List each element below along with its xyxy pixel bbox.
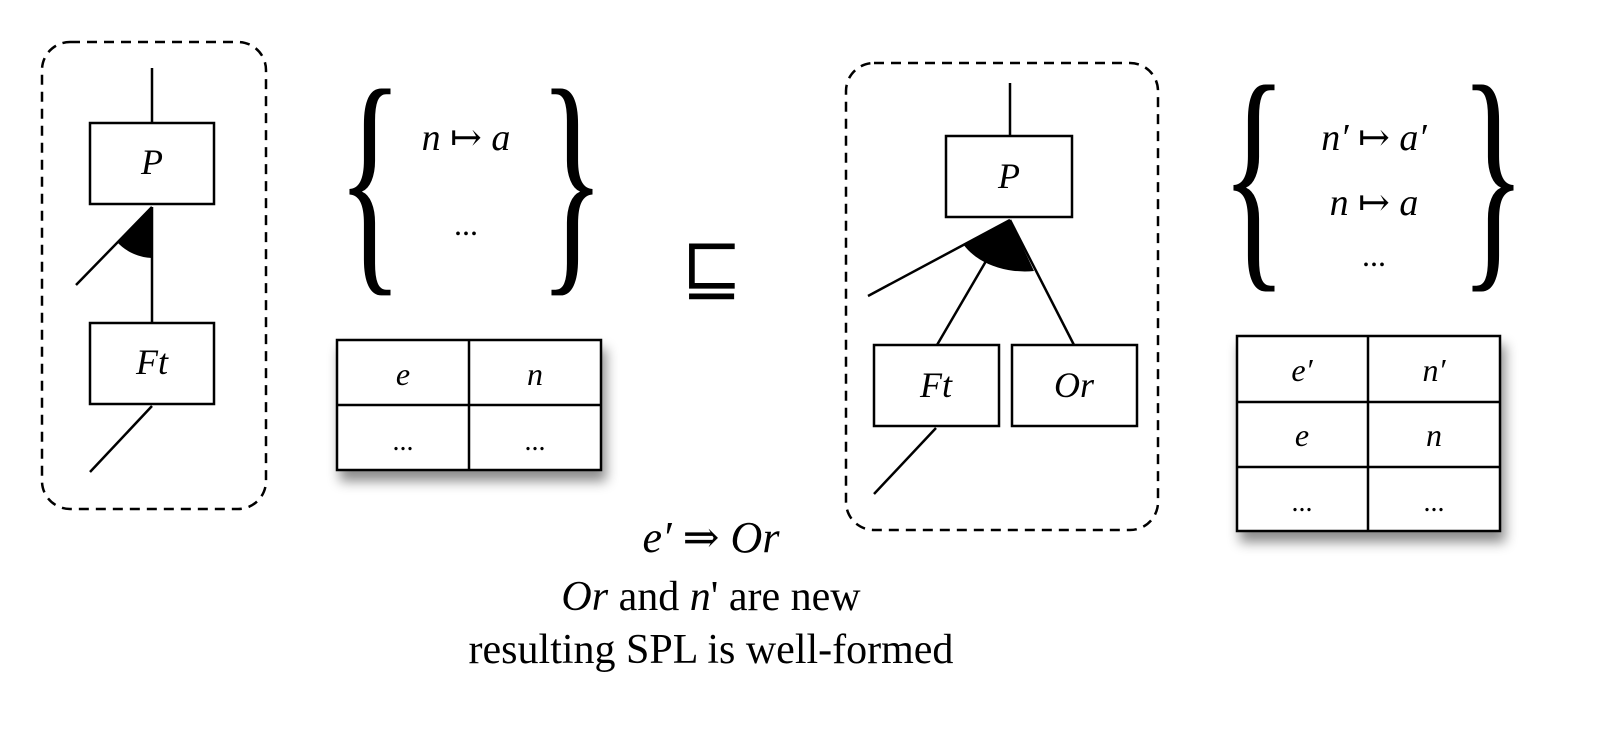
caption-n: n <box>690 574 711 620</box>
right-feature-ft-label: Ft <box>919 365 953 405</box>
caption-line-1: e′ ⇒ Or <box>643 513 781 562</box>
right-mapping-line-1: n′ ↦ a′ <box>1321 117 1427 159</box>
right-table-cell: e <box>1295 417 1309 453</box>
left-close-brace: } <box>539 39 605 317</box>
right-mapping-set: { } n′ ↦ a′ n ↦ a ... <box>1221 35 1526 313</box>
svg-text:⊑: ⊑ <box>682 230 743 310</box>
left-asset-table: e n ... ... <box>335 338 603 472</box>
right-table-cell: n′ <box>1423 352 1447 388</box>
refinement-symbol: ⊑ <box>682 230 743 310</box>
left-feature-p-label: P <box>140 142 163 182</box>
caption-are-new: ' are new <box>711 574 861 620</box>
left-dashed-frame <box>40 40 268 511</box>
right-table-cell: n <box>1426 417 1442 453</box>
left-table-cell: e <box>396 356 410 392</box>
right-table-cell: ... <box>1292 487 1313 518</box>
right-mapping-line-3: ... <box>1362 237 1386 273</box>
caption-or: Or <box>561 574 608 620</box>
right-group-arc <box>963 220 1034 272</box>
left-open-brace: { <box>337 39 403 317</box>
right-open-brace: { <box>1221 35 1287 313</box>
left-mapping-line-1: n ↦ a <box>422 117 511 159</box>
right-table-cell: e′ <box>1291 352 1313 388</box>
right-mapping-line-2: n ↦ a <box>1330 182 1419 224</box>
right-feature-or-label: Or <box>1054 365 1095 405</box>
left-feature-ft-label: Ft <box>135 342 169 382</box>
right-feature-ft-box <box>872 343 1001 428</box>
left-mapping-set: { } n ↦ a ... <box>337 39 605 317</box>
caption: e′ ⇒ Or Or and n' are new resulting SPL … <box>469 513 954 673</box>
caption-and: and <box>608 574 690 620</box>
right-feature-or-box <box>1010 343 1139 428</box>
caption-line-3: resulting SPL is well-formed <box>469 627 954 673</box>
right-asset-table: e′ n′ e n ... ... <box>1235 334 1502 533</box>
right-feature-p-label: P <box>997 156 1020 196</box>
left-table-cell: n <box>527 356 543 392</box>
left-table-cell: ... <box>525 426 546 457</box>
left-group-arc <box>117 207 152 258</box>
caption-line-2: Or and n' are new <box>561 574 861 620</box>
left-feature-model: P Ft <box>40 40 268 511</box>
left-table-cell: ... <box>393 426 414 457</box>
left-feature-ft-box <box>88 321 216 406</box>
right-table-cell: ... <box>1424 487 1445 518</box>
right-feature-p-box <box>944 134 1074 219</box>
right-close-brace: } <box>1460 35 1526 313</box>
left-mapping-line-2: ... <box>454 206 478 242</box>
right-dashed-frame <box>844 61 1160 532</box>
right-feature-model: P Ft Or <box>844 61 1160 532</box>
left-feature-p-box <box>88 121 216 206</box>
